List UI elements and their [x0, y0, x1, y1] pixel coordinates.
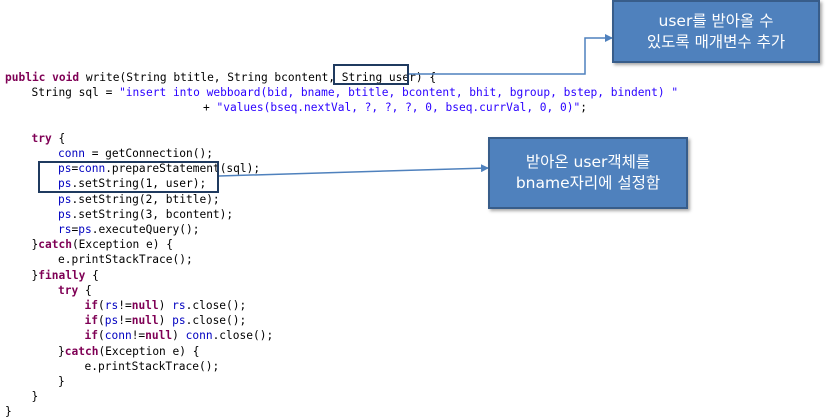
- code-line: if(ps!=null) ps.close();: [85, 313, 247, 328]
- code-token: conn: [104, 329, 132, 343]
- code-line: e.printStackTrace();: [85, 359, 220, 374]
- code-line: if(rs!=null) rs.close();: [85, 298, 247, 313]
- code-token: ps: [58, 192, 72, 206]
- code-token: }: [31, 268, 39, 282]
- callout-setstring-note: 받아온 user객체를 bname자리에 설정함: [488, 137, 688, 209]
- code-token: .close();: [212, 329, 274, 343]
- code-token: .prepareStatement(sql);: [105, 162, 261, 176]
- code-token: if: [84, 299, 98, 312]
- highlight-box-user-parameter: [333, 64, 409, 85]
- code-token: finally: [38, 268, 86, 282]
- callout-param-note: user를 받아올 수 있도록 매개변수 추가: [612, 0, 820, 63]
- code-token: ;: [580, 101, 587, 115]
- code-line: ps.setString(2, btitle);: [58, 192, 220, 207]
- code-line: rs=ps.executeQuery();: [58, 222, 200, 237]
- code-token: (: [97, 329, 105, 343]
- code-token: e.printStackTrace();: [84, 359, 220, 373]
- code-line: try {: [32, 131, 66, 146]
- code-token: try: [31, 131, 52, 145]
- code-token: ps: [58, 162, 72, 176]
- code-token: .close();: [185, 314, 247, 328]
- code-token: catch: [38, 238, 72, 252]
- code-token: {: [51, 131, 66, 145]
- code-token: (: [97, 299, 105, 312]
- highlight-box-setstring-user: [38, 161, 219, 193]
- code-line: }: [5, 404, 12, 419]
- code-token: .executeQuery();: [91, 223, 200, 236]
- code-token: .setString(1, user);: [71, 177, 207, 191]
- code-token: catch: [64, 344, 99, 358]
- code-token: }: [58, 375, 65, 388]
- code-token: = getConnection();: [84, 147, 213, 160]
- code-token: .close();: [185, 299, 247, 312]
- arrow-to-setstring-callout: [218, 164, 489, 177]
- callout-setstring-line2: bname자리에 설정함: [515, 174, 661, 192]
- code-token: ): [158, 314, 173, 328]
- code-token: null: [145, 329, 173, 343]
- code-line: }: [32, 389, 39, 404]
- code-token: =: [71, 162, 79, 176]
- code-token: (Exception e) {: [98, 344, 200, 358]
- code-token: ps: [104, 314, 119, 328]
- code-token: conn: [78, 162, 106, 176]
- code-token: try: [58, 283, 79, 297]
- code-token: public void: [5, 71, 86, 84]
- code-line: }: [58, 374, 65, 389]
- code-token: rs: [58, 223, 72, 236]
- code-token: .setString(2, btitle);: [71, 192, 220, 206]
- code-token: !=: [118, 299, 132, 312]
- code-line: }catch(Exception e) {: [58, 344, 199, 359]
- code-token: !=: [118, 314, 132, 328]
- code-token: +: [203, 101, 217, 115]
- code-token: if: [84, 329, 98, 343]
- arrow-to-param-callout: [409, 34, 613, 75]
- code-line: + "values(bseq.nextVal, ?, ?, ?, 0, bseq…: [203, 100, 587, 115]
- code-token: conn: [58, 147, 85, 160]
- code-token: {: [85, 268, 99, 282]
- code-token: }: [58, 344, 65, 358]
- code-token: }: [31, 238, 39, 252]
- code-line: try {: [58, 283, 92, 298]
- code-line: }catch(Exception e) {: [32, 237, 173, 252]
- code-token: rs: [172, 299, 186, 312]
- code-token: ): [158, 299, 173, 312]
- code-line: if(conn!=null) conn.close();: [85, 328, 274, 343]
- code-line: }finally {: [32, 268, 99, 283]
- code-line: conn = getConnection();: [58, 146, 213, 161]
- code-token: =: [71, 223, 79, 236]
- code-token: }: [31, 390, 39, 404]
- code-line: String sql = "insert into webboard(bid, …: [32, 85, 679, 100]
- callout-param-line2: 있도록 매개변수 추가: [646, 32, 786, 51]
- code-token: (Exception e) {: [71, 238, 173, 252]
- code-token: ps: [172, 314, 186, 328]
- code-line: ps=conn.prepareStatement(sql);: [58, 161, 260, 176]
- code-token: }: [5, 405, 12, 419]
- code-token: ps: [58, 177, 72, 191]
- code-token: if: [84, 314, 98, 328]
- code-token: ): [172, 329, 186, 343]
- code-line: ps.setString(1, user);: [58, 176, 206, 191]
- code-token: {: [78, 283, 92, 297]
- code-token: null: [131, 314, 159, 328]
- callout-setstring-line1: 받아온 user객체를: [525, 153, 651, 171]
- code-token: (: [97, 314, 105, 328]
- code-token: rs: [104, 299, 119, 312]
- code-token: "values(bseq.nextVal, ?, ?, ?, 0, bseq.c…: [216, 101, 581, 115]
- code-token: null: [131, 299, 159, 312]
- code-token: ps: [58, 207, 72, 221]
- code-token: e.printStackTrace();: [58, 253, 193, 267]
- code-token: !=: [131, 329, 146, 343]
- code-line: ps.setString(3, bcontent);: [58, 207, 233, 222]
- code-token: "insert into webboard(bid, bname, btitle…: [119, 86, 679, 100]
- code-token: ps: [78, 223, 92, 236]
- code-line: e.printStackTrace();: [58, 252, 193, 267]
- code-token: .setString(3, bcontent);: [71, 207, 234, 221]
- code-token: String sql =: [31, 86, 120, 100]
- callout-param-line1: user를 받아올 수: [658, 11, 774, 30]
- code-token: conn: [185, 329, 213, 343]
